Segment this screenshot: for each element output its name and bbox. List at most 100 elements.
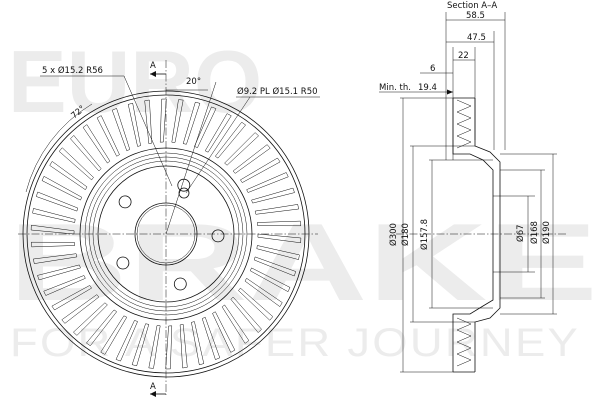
min-thickness-arrow bbox=[447, 89, 453, 95]
dia-157-8-label: Ø157.8 bbox=[419, 219, 430, 250]
watermark-word-1: EURO bbox=[8, 32, 262, 131]
hat-circle-3 bbox=[92, 160, 240, 308]
cooling-vent bbox=[251, 187, 295, 204]
dim-22: 22 bbox=[458, 51, 469, 61]
cooling-vent bbox=[257, 220, 302, 227]
cooling-vent bbox=[148, 325, 161, 369]
vent-hatch bbox=[456, 99, 472, 367]
locator-leader-line bbox=[185, 96, 251, 194]
cooling-vent bbox=[165, 325, 173, 370]
cooling-vent bbox=[171, 99, 184, 143]
cooling-vent bbox=[238, 287, 274, 321]
dim-58-5: 58.5 bbox=[466, 11, 485, 21]
outer-rim-circle bbox=[22, 90, 310, 378]
cooling-vent bbox=[212, 311, 236, 353]
angle-20-line bbox=[165, 81, 217, 235]
cooling-vent bbox=[254, 204, 300, 215]
vent-zigzag bbox=[456, 99, 472, 149]
section-title: Section A–A bbox=[447, 1, 497, 11]
bolt-hole bbox=[173, 277, 187, 291]
dia-180-label: Ø180 bbox=[400, 223, 411, 246]
cooling-vent bbox=[49, 161, 88, 191]
cooling-vent bbox=[61, 294, 100, 324]
cooling-vent bbox=[32, 253, 78, 264]
hat-circle-2 bbox=[88, 156, 244, 312]
cooling-vent bbox=[257, 233, 302, 244]
profile-left-face bbox=[452, 98, 494, 372]
dim-6: 6 bbox=[430, 64, 435, 74]
locator-callout-label: Ø9.2 PL Ø15.1 R50 bbox=[237, 86, 318, 97]
cooling-vent bbox=[249, 267, 291, 293]
cooling-vent bbox=[70, 135, 102, 172]
cooling-vent bbox=[43, 275, 86, 296]
friction-ring-inner-circle bbox=[79, 147, 253, 321]
cooling-vent bbox=[240, 157, 281, 183]
cooling-vents bbox=[30, 98, 302, 370]
cooling-vent bbox=[73, 302, 108, 336]
cooling-vent bbox=[254, 256, 297, 277]
angle-20-label: 20° bbox=[186, 77, 201, 87]
cooling-vent bbox=[191, 321, 205, 366]
section-mark-top: A bbox=[150, 61, 156, 71]
cooling-vent bbox=[82, 124, 111, 164]
cooling-vent bbox=[214, 121, 246, 159]
watermark-word-2: BRAKE bbox=[8, 201, 598, 324]
bolt-leader-line bbox=[123, 75, 173, 187]
cooling-vent bbox=[244, 277, 283, 307]
min-thickness-label: Min. th. bbox=[379, 83, 411, 93]
bolt-hole bbox=[118, 195, 132, 209]
dia-67-label: Ø67 bbox=[515, 224, 526, 242]
cooling-vent bbox=[30, 241, 75, 248]
cooling-vent bbox=[224, 132, 259, 166]
bolt-hole bbox=[211, 229, 225, 243]
cooling-vent bbox=[115, 320, 138, 362]
section-mark-bottom: A bbox=[150, 382, 156, 392]
dia-300-label: Ø300 bbox=[388, 223, 399, 246]
bolt-hole bbox=[116, 256, 130, 270]
cooling-vent bbox=[51, 285, 92, 311]
profile-right-face bbox=[474, 98, 501, 372]
section-view: Section A–A 58.5 47.5 22 6 Min. th. 19.4 bbox=[379, 1, 566, 373]
cooling-vent bbox=[201, 316, 221, 360]
cooling-vent bbox=[144, 99, 153, 144]
cooling-vent bbox=[194, 106, 217, 148]
cooling-vent bbox=[256, 245, 300, 260]
cooling-vent bbox=[58, 147, 94, 181]
bolt-callout-label: 5 x Ø15.2 R56 bbox=[42, 65, 103, 76]
hat-circle-1 bbox=[84, 152, 248, 316]
center-bore-inner-circle bbox=[136, 204, 196, 264]
cooling-vent bbox=[37, 264, 81, 281]
cooling-vent bbox=[232, 144, 271, 174]
cooling-vent bbox=[179, 324, 188, 369]
cooling-vent bbox=[182, 101, 201, 145]
center-bore-circle bbox=[134, 202, 198, 266]
cooling-vent bbox=[32, 208, 76, 223]
dia-190-label: Ø190 bbox=[541, 221, 552, 244]
section-arrow-bottom-head bbox=[150, 391, 156, 397]
front-view: 5 x Ø15.2 R56 Ø9.2 PL Ø15.1 R50 20° 72° … bbox=[18, 60, 320, 397]
watermark: EURO BRAKE FOR A SAFER JOURNEY bbox=[8, 32, 598, 365]
cooling-vent bbox=[221, 304, 250, 344]
cooling-vent bbox=[204, 113, 232, 153]
min-thickness-value: 19.4 bbox=[418, 83, 437, 93]
dim-47-5: 47.5 bbox=[467, 33, 486, 43]
angle-72-arc bbox=[25, 103, 93, 193]
cooling-vent bbox=[111, 108, 131, 152]
dia-168-label: Ø168 bbox=[529, 221, 540, 244]
section-arrow-top-head bbox=[150, 71, 156, 77]
cooling-vent bbox=[159, 98, 167, 143]
cooling-vent bbox=[100, 315, 128, 355]
cooling-vent bbox=[230, 296, 262, 333]
cooling-vent bbox=[86, 309, 118, 347]
hat-circle-4 bbox=[97, 165, 235, 303]
cooling-vent bbox=[131, 323, 150, 367]
vent-zigzag bbox=[456, 317, 472, 367]
locator-hole bbox=[178, 187, 190, 199]
cooling-vent bbox=[127, 102, 141, 147]
outer-rim-inner-circle bbox=[26, 94, 306, 374]
cooling-vent bbox=[30, 224, 75, 235]
watermark-tagline: FOR A SAFER JOURNEY bbox=[10, 321, 580, 365]
cooling-vent bbox=[96, 115, 120, 157]
